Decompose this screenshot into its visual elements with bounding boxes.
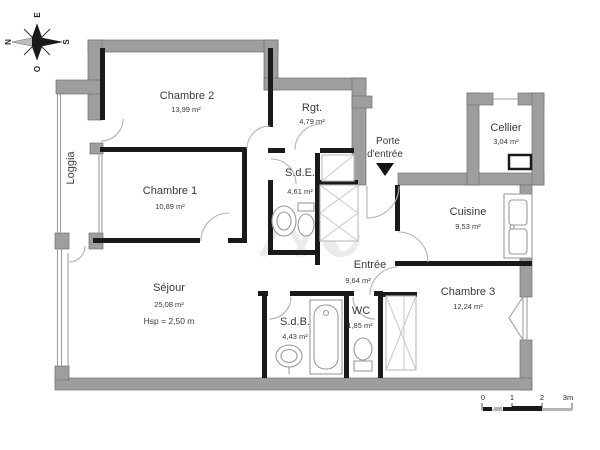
svg-text:12,24 m²: 12,24 m² xyxy=(453,302,483,311)
svg-text:S: S xyxy=(62,39,71,45)
label-cellier: Cellier 3,04 m² xyxy=(490,122,522,146)
svg-text:Séjour: Séjour xyxy=(153,282,185,294)
sde-toilet xyxy=(297,202,315,237)
svg-text:1,85 m²: 1,85 m² xyxy=(347,321,373,330)
svg-text:25,08 m²: 25,08 m² xyxy=(154,300,184,309)
compass-rose-icon: N E S O xyxy=(4,12,71,72)
chambre2-door-swing xyxy=(246,125,271,150)
svg-text:Chambre 3: Chambre 3 xyxy=(441,286,495,298)
interior-walls xyxy=(93,48,533,378)
wc-door-swing xyxy=(352,296,376,320)
svg-text:d'entrée: d'entrée xyxy=(367,149,403,160)
rgt-door-swing xyxy=(294,123,322,151)
svg-text:N: N xyxy=(4,39,13,45)
label-sde: S.d.E. 4,61 m² xyxy=(285,167,315,196)
svg-text:S.d.B.: S.d.B. xyxy=(280,316,310,328)
hall-duct xyxy=(321,154,355,182)
svg-text:O: O xyxy=(33,66,42,72)
entry-callout: Porte d'entrée xyxy=(367,136,403,176)
chambre3-door-swing xyxy=(369,266,399,296)
label-sdb: S.d.B. 4,43 m² xyxy=(280,316,310,341)
svg-text:Chambre 1: Chambre 1 xyxy=(143,185,197,197)
label-rgt: Rgt. 4,79 m² xyxy=(299,102,325,126)
cellier-door-leaf xyxy=(507,153,533,171)
scale-bar: 0 1 2 3m xyxy=(481,393,573,411)
closets xyxy=(319,154,417,371)
label-wc: WC 1,85 m² xyxy=(347,305,373,330)
svg-text:Cuisine: Cuisine xyxy=(450,206,487,218)
bathtub xyxy=(309,299,343,375)
wc-toilet xyxy=(353,337,373,372)
svg-text:4,61 m²: 4,61 m² xyxy=(287,187,313,196)
svg-text:WC: WC xyxy=(352,305,370,317)
fixtures xyxy=(271,193,533,375)
label-chambre1: Chambre 1 10,89 m² xyxy=(143,185,197,211)
svg-text:Rgt.: Rgt. xyxy=(302,102,322,114)
label-loggia: Loggia xyxy=(65,151,77,185)
svg-text:9,53 m²: 9,53 m² xyxy=(455,222,481,231)
svg-text:Loggia: Loggia xyxy=(65,151,77,185)
svg-text:0: 0 xyxy=(481,393,485,402)
hall-closet xyxy=(319,184,359,242)
label-entree: Entrée 9,64 m² xyxy=(345,259,386,285)
svg-text:Porte: Porte xyxy=(376,136,400,147)
svg-text:S.d.E.: S.d.E. xyxy=(285,167,315,179)
svg-text:E: E xyxy=(33,12,42,18)
sde-door-swing xyxy=(270,158,297,185)
doors xyxy=(68,118,429,320)
label-chambre2: Chambre 2 13,99 m² xyxy=(160,90,214,114)
windows xyxy=(56,94,528,366)
sdb-door-swing xyxy=(268,296,292,320)
sdb-washbasin xyxy=(275,344,303,374)
svg-text:4,79 m²: 4,79 m² xyxy=(299,117,325,126)
loggia-chambre2-door-swing xyxy=(100,118,124,142)
label-chambre3: Chambre 3 12,24 m² xyxy=(441,286,495,311)
chambre3-closet xyxy=(385,295,417,371)
svg-text:1: 1 xyxy=(510,393,514,402)
kitchen-sink xyxy=(503,193,533,259)
entry-arrow-icon xyxy=(376,163,394,176)
svg-text:Hsp = 2,50 m: Hsp = 2,50 m xyxy=(144,316,195,326)
svg-text:4,43 m²: 4,43 m² xyxy=(282,332,308,341)
sde-washbasin xyxy=(271,205,297,237)
svg-text:2: 2 xyxy=(540,393,544,402)
svg-text:10,89 m²: 10,89 m² xyxy=(155,202,185,211)
cuisine-door-swing xyxy=(397,231,429,263)
label-sejour: Séjour 25,08 m² Hsp = 2,50 m xyxy=(144,282,195,326)
svg-text:Chambre 2: Chambre 2 xyxy=(160,90,214,102)
svg-text:3,04 m²: 3,04 m² xyxy=(493,137,519,146)
svg-text:Cellier: Cellier xyxy=(490,122,522,134)
svg-text:13,99 m²: 13,99 m² xyxy=(171,105,201,114)
svg-text:3m: 3m xyxy=(563,393,573,402)
svg-text:9,64 m²: 9,64 m² xyxy=(345,276,371,285)
loggia-sejour-door-swing xyxy=(68,245,86,263)
chambre1-door-swing xyxy=(200,212,230,242)
svg-text:Entrée: Entrée xyxy=(354,259,386,271)
label-cuisine: Cuisine 9,53 m² xyxy=(450,206,487,231)
room-labels: Chambre 2 13,99 m² Rgt. 4,79 m² Cellier … xyxy=(65,90,522,341)
entry-door-swing xyxy=(366,185,400,219)
